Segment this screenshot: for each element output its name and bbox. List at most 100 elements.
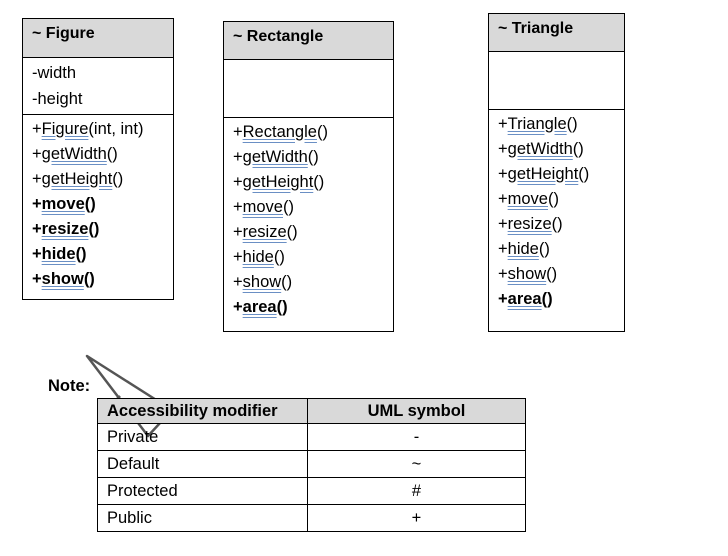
attribute-line: -height <box>32 90 83 108</box>
visibility-symbol: + <box>32 220 42 238</box>
class-name: ~ Rectangle <box>224 22 393 60</box>
operation-name: show <box>507 265 547 283</box>
operation-line: +area() <box>233 295 384 320</box>
operation-params: () <box>83 270 95 288</box>
operation-name: Rectangle <box>242 123 317 141</box>
operation-name: getWidth <box>41 145 107 163</box>
visibility-symbol: + <box>498 165 508 183</box>
visibility-symbol: + <box>498 115 508 133</box>
operation-name: Triangle <box>507 115 567 133</box>
operation-line: +resize() <box>498 212 615 237</box>
operation-params: () <box>286 223 298 241</box>
operation-name: Figure <box>41 120 89 138</box>
operation-line: +show() <box>233 270 384 295</box>
class-triangle: ~ Triangle +Triangle()+getWidth()+getHei… <box>488 13 625 332</box>
symbol-cell: # <box>307 477 526 505</box>
operation-name: getHeight <box>41 170 113 188</box>
operation-params: () <box>316 123 328 141</box>
operation-params: () <box>84 195 96 213</box>
class-operations: +Figure(int, int)+getWidth()+getHeight()… <box>23 115 173 294</box>
operation-name: move <box>41 195 85 213</box>
visibility-symbol: + <box>233 298 243 316</box>
visibility-symbol: + <box>233 273 243 291</box>
operation-name: getHeight <box>242 173 314 191</box>
modifier-table: Accessibility modifier UML symbol Privat… <box>97 398 526 532</box>
operation-name: area <box>507 290 542 308</box>
operation-params: () <box>548 190 559 208</box>
operation-params: () <box>75 245 87 263</box>
operation-line: +hide() <box>233 245 384 270</box>
visibility-symbol: + <box>32 145 42 163</box>
class-attributes <box>224 60 393 118</box>
operation-name: resize <box>507 215 552 233</box>
operation-line: +Figure(int, int) <box>32 117 164 142</box>
visibility-symbol: + <box>498 215 508 233</box>
modifier-cell: Protected <box>97 477 308 505</box>
operation-line: +getWidth() <box>233 145 384 170</box>
operation-line: +move() <box>233 195 384 220</box>
visibility-symbol: + <box>498 240 508 258</box>
class-operations: +Triangle()+getWidth()+getHeight()+move(… <box>489 110 624 314</box>
operation-line: +hide() <box>498 237 615 262</box>
modifier-cell: Default <box>97 450 308 478</box>
operation-line: +getWidth() <box>498 137 615 162</box>
operation-line: +show() <box>32 267 164 292</box>
column-header-modifier: Accessibility modifier <box>97 398 308 424</box>
operation-line: +hide() <box>32 242 164 267</box>
table-header-row: Accessibility modifier UML symbol <box>97 398 526 424</box>
operation-line: +resize() <box>233 220 384 245</box>
operation-line: +show() <box>498 262 615 287</box>
operation-name: move <box>242 198 283 216</box>
operation-params: () <box>88 220 100 238</box>
visibility-symbol: + <box>498 290 508 308</box>
operation-name: hide <box>242 248 274 266</box>
operation-line: +move() <box>32 192 164 217</box>
operation-params: (int, int) <box>88 120 144 138</box>
class-operations: +Rectangle()+getWidth()+getHeight()+move… <box>224 118 393 322</box>
operation-line: +area() <box>498 287 615 312</box>
visibility-symbol: + <box>32 195 42 213</box>
operation-line: +getHeight() <box>498 162 615 187</box>
visibility-symbol: + <box>32 245 42 263</box>
operation-name: area <box>242 298 277 316</box>
symbol-cell: + <box>307 504 526 532</box>
operation-name: resize <box>242 223 287 241</box>
table-row: Public + <box>97 504 526 532</box>
operation-name: getWidth <box>242 148 308 166</box>
table-row: Private - <box>97 423 526 451</box>
operation-line: +Triangle() <box>498 112 615 137</box>
visibility-symbol: + <box>233 123 243 141</box>
modifier-cell: Private <box>97 423 308 451</box>
operation-line: +Rectangle() <box>233 120 384 145</box>
operation-params: () <box>572 140 584 158</box>
visibility-symbol: + <box>498 190 508 208</box>
operation-params: () <box>313 173 325 191</box>
class-rectangle: ~ Rectangle +Rectangle()+getWidth()+getH… <box>223 21 394 332</box>
operation-name: show <box>242 273 282 291</box>
visibility-symbol: + <box>233 173 243 191</box>
operation-params: () <box>106 145 118 163</box>
visibility-symbol: + <box>233 198 243 216</box>
operation-params: () <box>281 273 293 291</box>
operation-params: () <box>551 215 563 233</box>
note-label: Note: <box>48 377 91 395</box>
table-row: Protected # <box>97 477 526 505</box>
operation-params: () <box>307 148 319 166</box>
operation-params: () <box>283 198 294 216</box>
operation-name: getWidth <box>507 140 573 158</box>
operation-name: show <box>41 270 84 288</box>
class-name: ~ Triangle <box>489 14 624 52</box>
visibility-symbol: + <box>498 265 508 283</box>
class-attributes <box>489 52 624 110</box>
visibility-symbol: + <box>498 140 508 158</box>
class-name: ~ Figure <box>23 19 173 58</box>
table-row: Default ~ <box>97 450 526 478</box>
symbol-cell: ~ <box>307 450 526 478</box>
operation-name: getHeight <box>507 165 579 183</box>
operation-params: () <box>566 115 578 133</box>
operation-params: () <box>538 240 550 258</box>
operation-line: +getHeight() <box>32 167 164 192</box>
operation-params: () <box>578 165 590 183</box>
operation-line: +move() <box>498 187 615 212</box>
visibility-symbol: + <box>32 270 42 288</box>
